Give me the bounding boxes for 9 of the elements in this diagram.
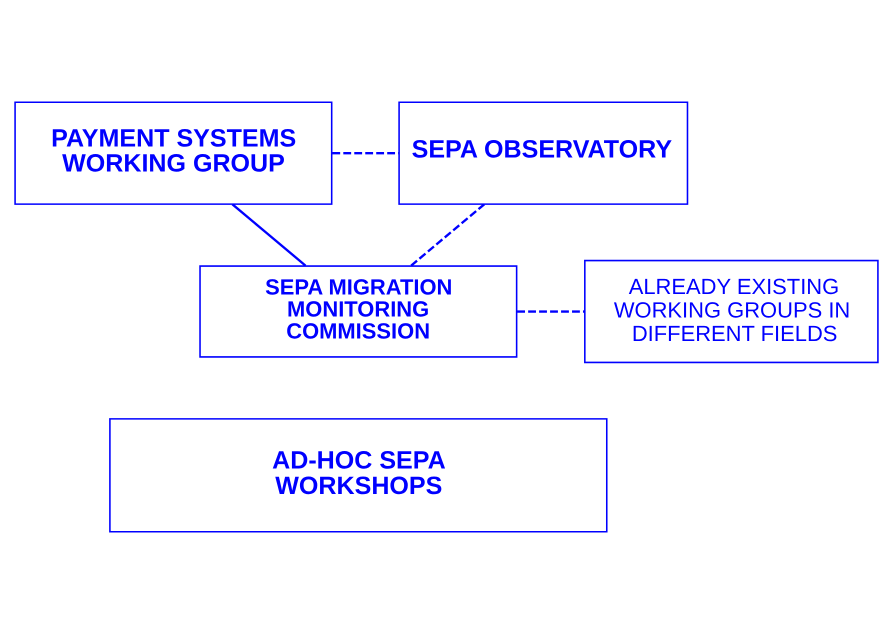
node-box: PAYMENT SYSTEMS WORKING GROUP (14, 100, 332, 204)
node-box: SEPA OBSERVATORY (398, 100, 688, 204)
connector (332, 152, 400, 154)
node-box: ALREADY EXISTING WORKING GROUPS IN DIFFERENT FIELDS (584, 259, 879, 363)
connector (517, 310, 585, 312)
node-box: SEPA MIGRATION MONITORING COMMISSION (199, 264, 518, 358)
connector (410, 202, 486, 266)
node-box: AD-HOC SEPA WORKSHOPS (109, 418, 608, 532)
connector (232, 202, 306, 266)
